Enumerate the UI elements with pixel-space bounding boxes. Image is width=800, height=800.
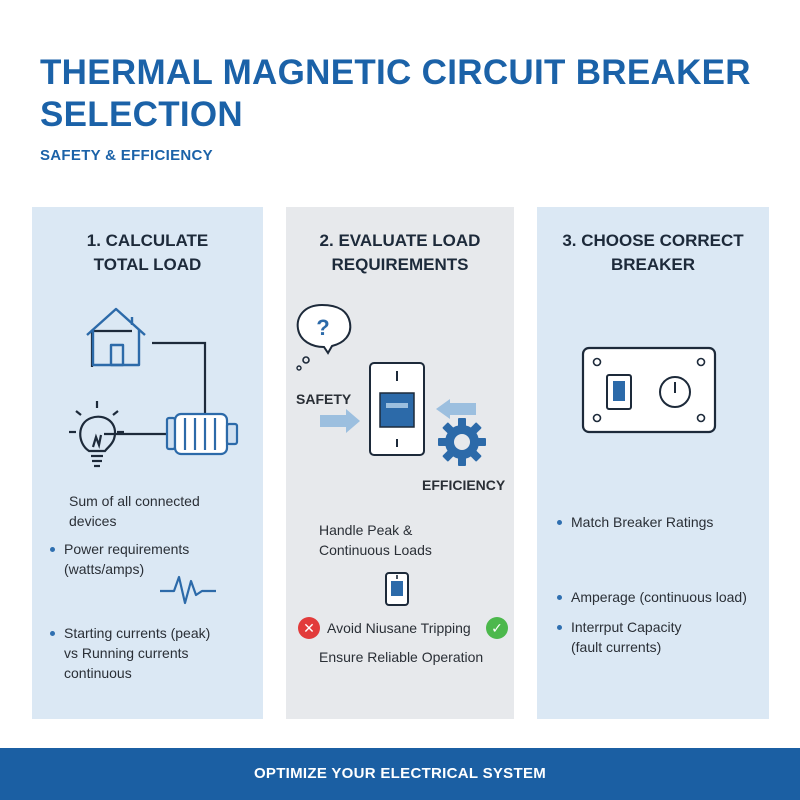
question-bubble-icon: ? bbox=[296, 303, 352, 371]
requirements-diagram: ? bbox=[296, 303, 486, 466]
load-diagram bbox=[69, 307, 239, 468]
gear-icon bbox=[438, 418, 486, 466]
breaker-panel-icon bbox=[581, 346, 717, 434]
panel-calculate-load: 1. CALCULATE TOTAL LOAD bbox=[32, 207, 263, 719]
panel-heading: 3. CHOOSE CORRECT BREAKER bbox=[537, 229, 769, 277]
waveform-icon bbox=[160, 575, 216, 605]
bullet-power-requirements: Power requirements (watts/amps) bbox=[49, 541, 190, 577]
heading-line-1: 3. CHOOSE CORRECT bbox=[562, 231, 744, 250]
heading-line-1: 2. EVALUATE LOAD bbox=[319, 231, 481, 250]
bullet-starting-currents: Starting currents (peak) vs Running curr… bbox=[49, 625, 211, 681]
panel-heading: 1. CALCULATE TOTAL LOAD bbox=[32, 229, 263, 277]
efficiency-label: EFFICIENCY bbox=[422, 477, 506, 493]
question-mark: ? bbox=[316, 315, 329, 340]
heading-line-1: 1. CALCULATE bbox=[86, 231, 209, 250]
heading-line-2: REQUIREMENTS bbox=[331, 255, 469, 274]
avoid-tripping-text: Avoid Niusane Tripping bbox=[327, 620, 471, 636]
check-icon: ✓ bbox=[486, 617, 508, 639]
page-title: THERMAL MAGNETIC CIRCUIT BREAKER SELECTI… bbox=[40, 53, 751, 134]
panel-choose-breaker: 3. CHOOSE CORRECT BREAKER Match Breaker … bbox=[537, 207, 769, 719]
bullet-amperage: Amperage (continuous load) bbox=[557, 589, 747, 605]
safety-arrow-icon bbox=[320, 409, 360, 433]
handle-loads-text: Handle Peak & Continuous Loads bbox=[319, 522, 432, 558]
intro-text: Sum of all connected devices bbox=[69, 493, 200, 529]
footer-text: OPTIMIZE YOUR ELECTRICAL SYSTEM bbox=[253, 765, 547, 782]
small-breaker-icon bbox=[385, 572, 409, 606]
house-icon bbox=[86, 307, 146, 367]
heading-line-2: TOTAL LOAD bbox=[93, 255, 202, 274]
heading-line-2: BREAKER bbox=[610, 255, 696, 274]
footer-banner: OPTIMIZE YOUR ELECTRICAL SYSTEM bbox=[0, 748, 800, 800]
efficiency-arrow-icon bbox=[436, 399, 476, 419]
bullet-interrupt-capacity: Interrput Capacity (fault currents) bbox=[557, 619, 682, 655]
motor-icon bbox=[165, 412, 239, 456]
safety-label: SAFETY bbox=[296, 391, 352, 407]
ensure-operation-text: Ensure Reliable Operation bbox=[319, 649, 484, 665]
error-icon: ✕ bbox=[298, 617, 320, 639]
bullet-match-ratings: Match Breaker Ratings bbox=[556, 514, 714, 530]
breaker-switch-icon bbox=[369, 362, 425, 456]
breaker-diagram bbox=[581, 346, 717, 434]
page-subtitle: SAFETY & EFFICIENCY bbox=[40, 147, 213, 164]
panel-evaluate-requirements: 2. EVALUATE LOAD REQUIREMENTS ? bbox=[286, 207, 514, 719]
panel-heading: 2. EVALUATE LOAD REQUIREMENTS bbox=[286, 229, 514, 277]
light-bulb-icon bbox=[69, 401, 124, 468]
